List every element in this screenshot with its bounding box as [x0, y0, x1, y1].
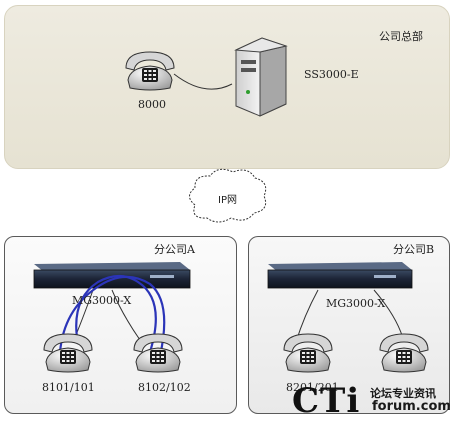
- watermark-domain: forum.com: [372, 399, 451, 414]
- branch-a-phone2-label: 8102/102: [138, 381, 191, 394]
- hq-label: 公司总部: [379, 30, 423, 43]
- watermark-cn: 论坛专业资讯: [370, 387, 436, 400]
- watermark-logo: CTi: [292, 381, 361, 421]
- gateway-a-label: MG3000-X: [72, 294, 132, 307]
- phone-icon: [43, 333, 93, 373]
- gateway-b-icon: [267, 262, 413, 289]
- gateway-b-label: MG3000-X: [326, 297, 386, 310]
- phone-icon: [125, 51, 175, 91]
- cloud-icon: [189, 168, 267, 223]
- branch-b-label: 分公司B: [393, 243, 435, 256]
- headquarters-panel: [4, 5, 450, 169]
- phone-icon: [283, 333, 333, 373]
- branch-a-phone1-label: 8101/101: [42, 381, 95, 394]
- phone-icon: [379, 333, 429, 373]
- branch-a-label: 分公司A: [154, 243, 195, 256]
- gateway-a-icon: [33, 262, 191, 289]
- branch-b-phone1-label: 8201/201: [286, 381, 339, 394]
- server-label: SS3000-E: [304, 68, 359, 81]
- hq-phone-label: 8000: [138, 98, 166, 111]
- phone-icon: [133, 333, 183, 373]
- ip-network-label: IP网: [218, 195, 237, 206]
- server-icon: [234, 37, 288, 117]
